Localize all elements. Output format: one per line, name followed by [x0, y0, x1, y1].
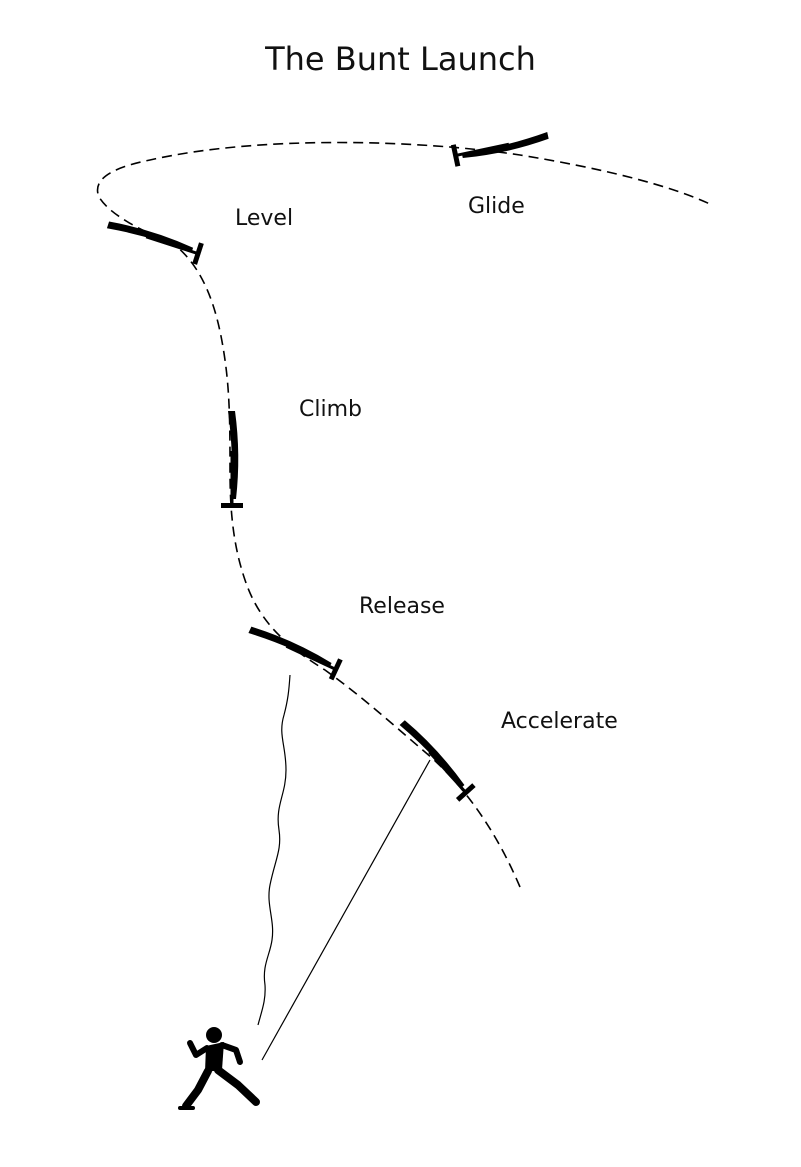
glider-icon	[243, 617, 345, 682]
glider-icon	[392, 713, 478, 804]
diagram-title: The Bunt Launch	[265, 40, 536, 78]
running-person-icon	[178, 1027, 260, 1110]
released-line	[257, 674, 291, 1026]
stage-label-release: Release	[359, 594, 445, 619]
glider-icon	[103, 212, 206, 267]
stage-label-glide: Glide	[468, 194, 525, 219]
stage-label-accelerate: Accelerate	[501, 709, 618, 734]
flight-path-dashed	[96, 141, 713, 888]
glider-icon	[219, 409, 245, 510]
launch-line	[261, 759, 431, 1061]
glider-icon	[449, 123, 552, 169]
stage-label-level: Level	[235, 206, 294, 231]
stage-label-climb: Climb	[299, 397, 362, 422]
